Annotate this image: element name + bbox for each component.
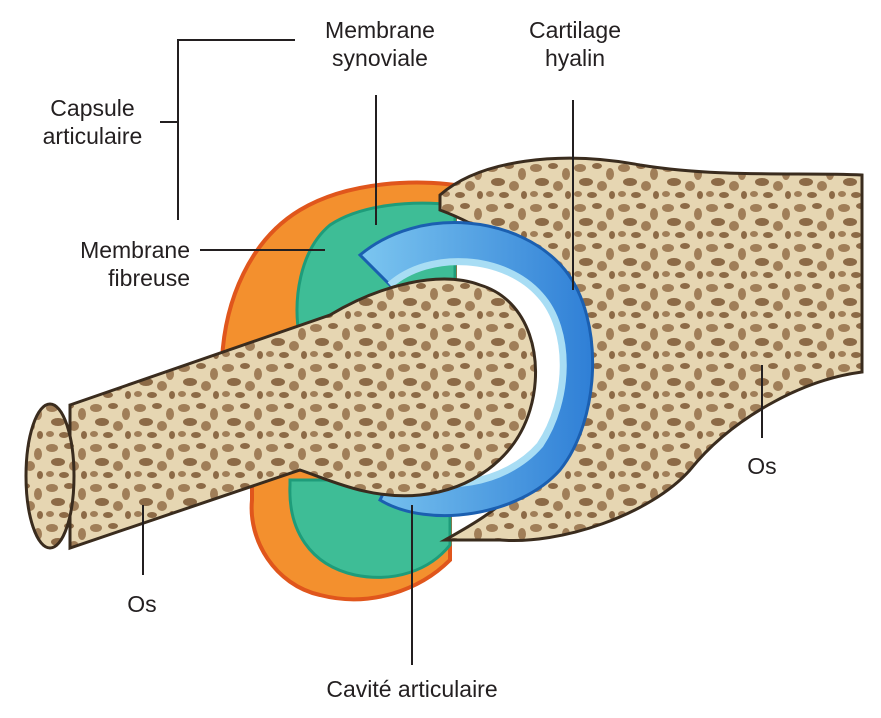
left-bone-label: Os [127, 591, 157, 617]
capsule-bracket [177, 39, 295, 220]
left-bone [68, 277, 538, 551]
joint-cavity [387, 258, 567, 488]
leader-lines [142, 39, 763, 665]
right-bone-label: Os [747, 453, 777, 479]
left-bone-end [24, 402, 76, 550]
joint-cavity-label: Cavité articulaire [326, 676, 498, 702]
